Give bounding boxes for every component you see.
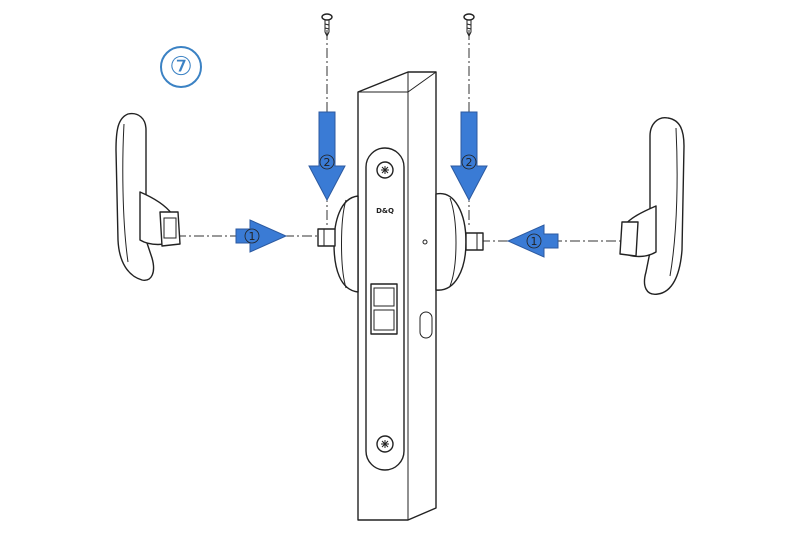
right-set-screw [463, 13, 475, 38]
left-screw-arrow-badge: 2 [324, 156, 331, 169]
cylinder-hole [419, 311, 433, 339]
left-set-screw [321, 13, 333, 38]
left-handle-arrow: 1 [235, 219, 288, 253]
right-handle-arrow: 1 [506, 224, 559, 258]
left-lever-handle [115, 112, 181, 281]
right-screw-arrow-badge: 2 [466, 156, 473, 169]
right-screw-arrow: 2 [450, 111, 488, 202]
right-handle-arrow-badge: 1 [531, 235, 538, 248]
right-lever-handle [619, 117, 685, 295]
right-rosette [422, 192, 484, 291]
right-spindle [465, 232, 484, 251]
step-number: ⑦ [160, 46, 202, 88]
left-screw-arrow: 2 [308, 111, 346, 202]
left-rosette [317, 195, 359, 293]
left-handle-arrow-badge: 1 [249, 230, 256, 243]
faceplate-screw-bottom [376, 435, 394, 453]
left-spindle [317, 228, 336, 247]
latch-bolt [370, 283, 398, 335]
faceplate-screw-top [376, 161, 394, 179]
mortise-lock-body: D&Q [357, 71, 437, 521]
brand-label: D&Q [376, 207, 394, 215]
